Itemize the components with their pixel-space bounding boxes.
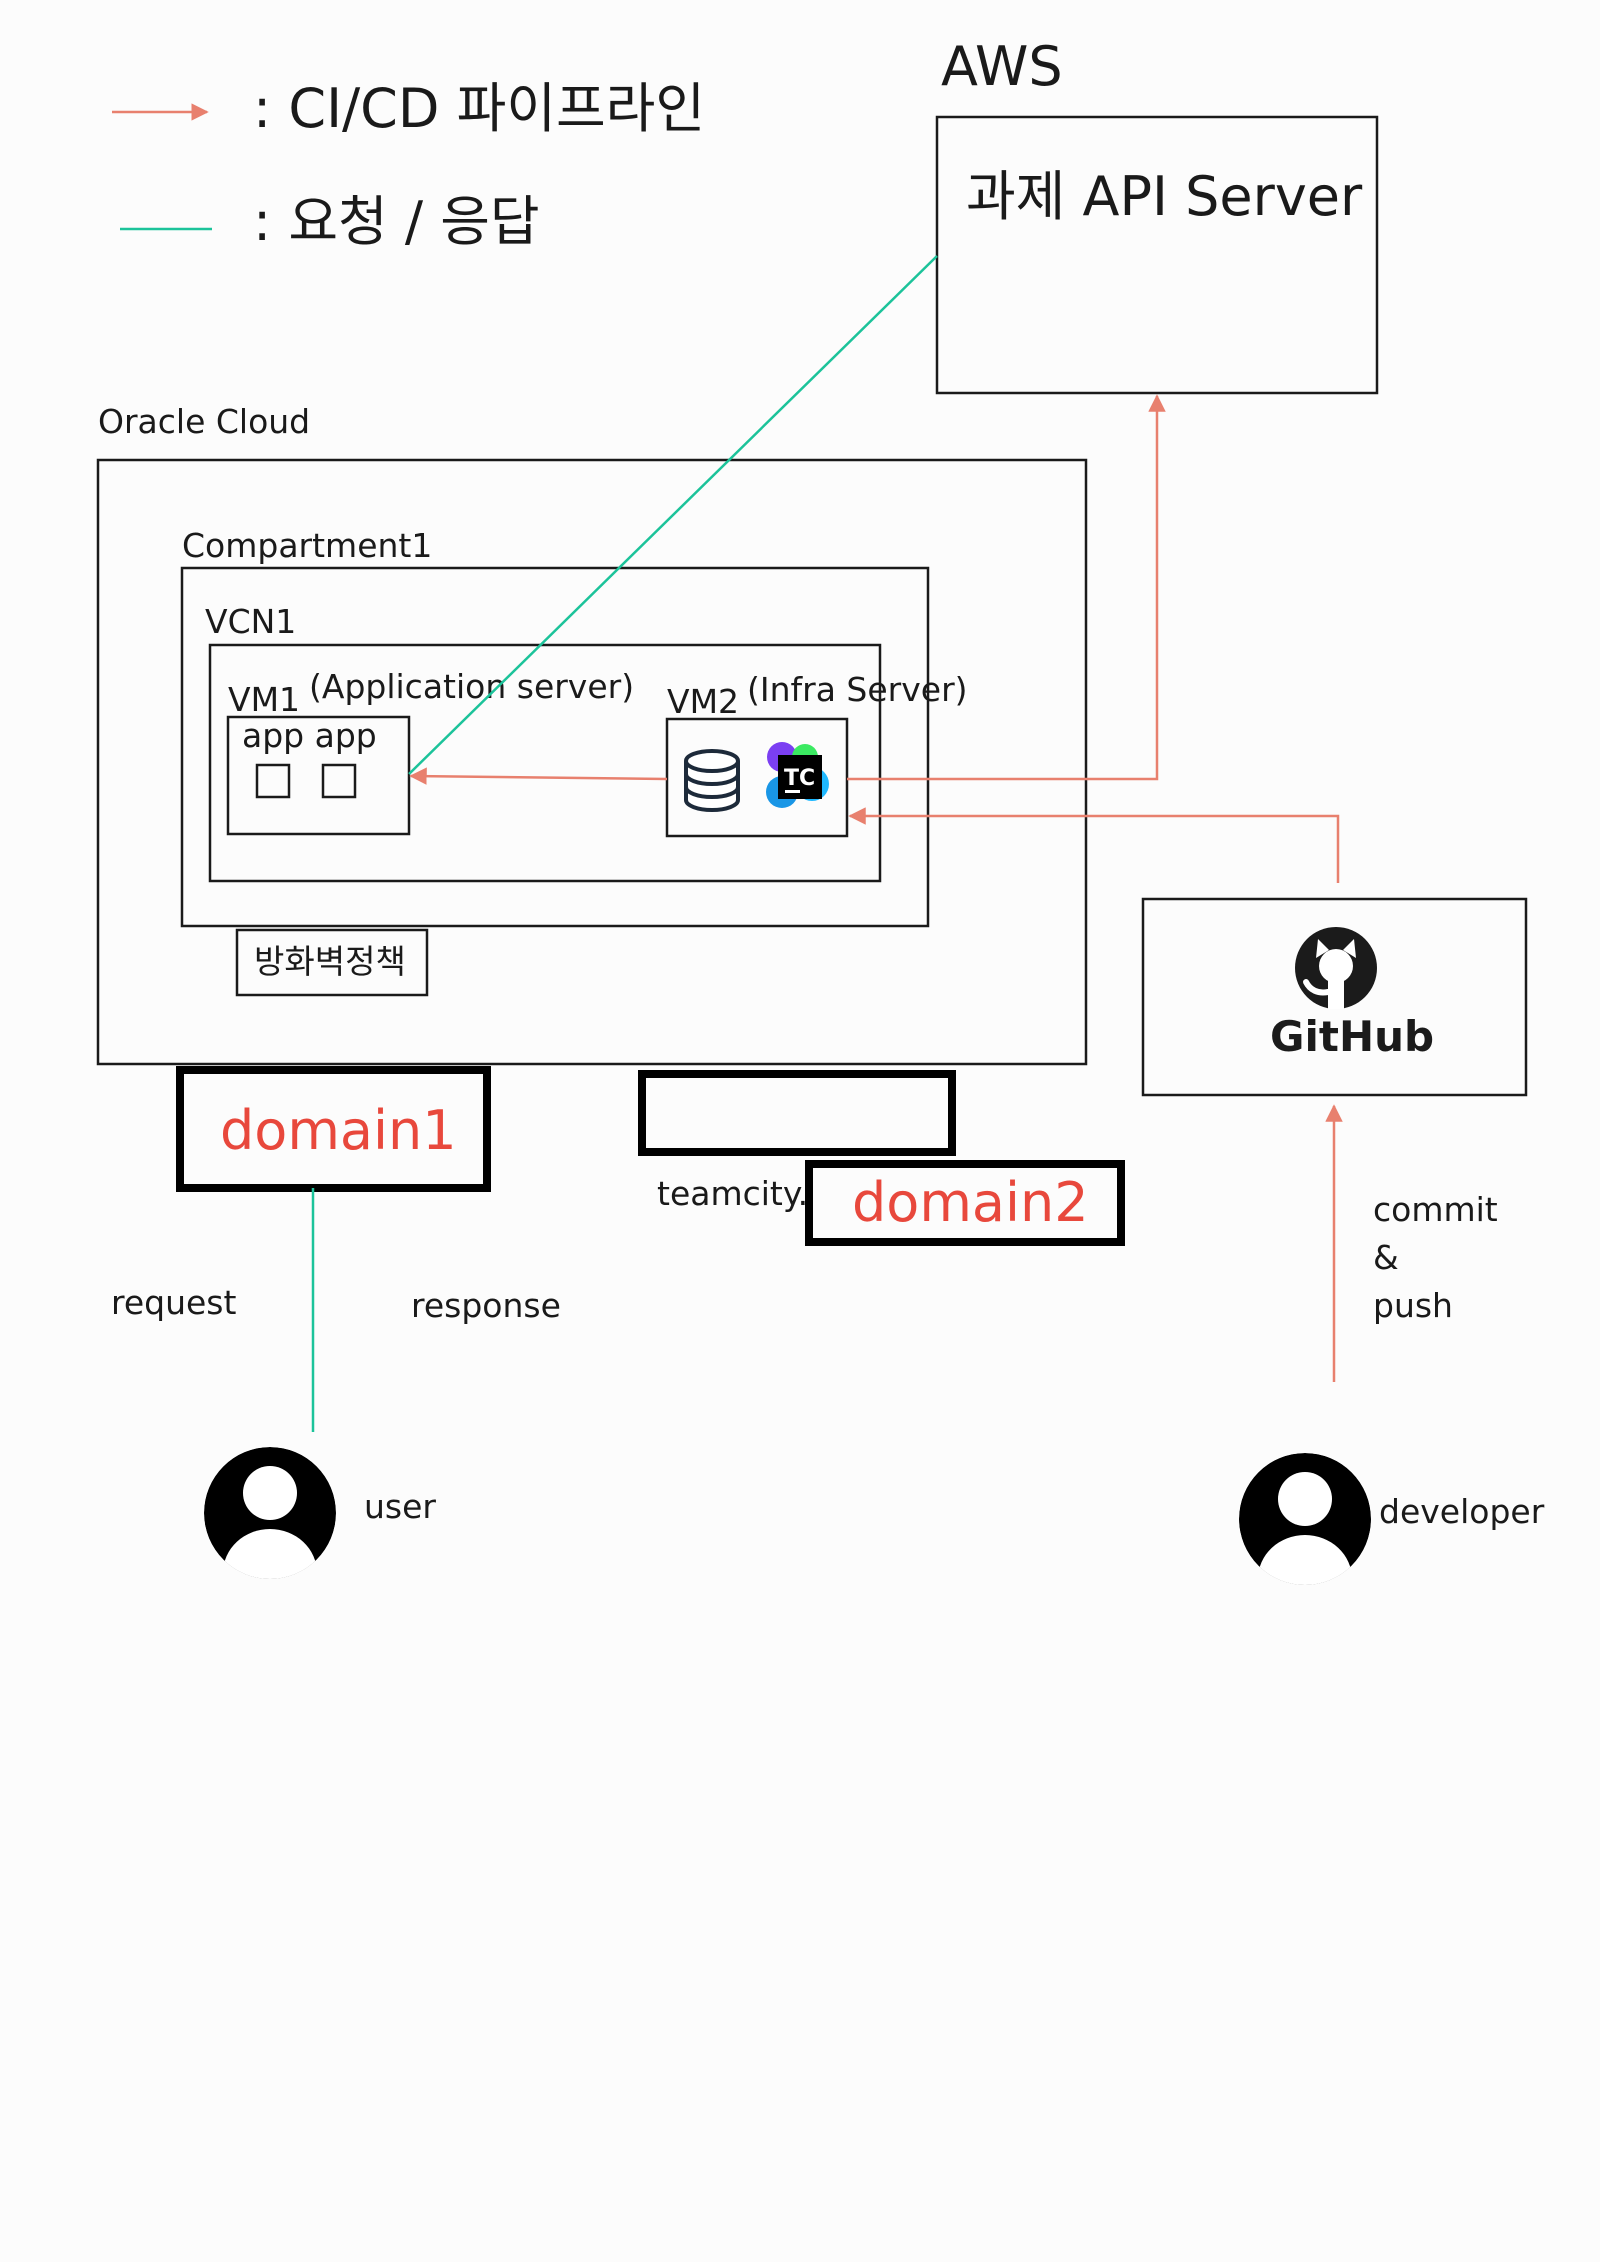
github-logo-text: GitHub: [1270, 1012, 1434, 1061]
oracle-cloud-title: Oracle Cloud: [98, 402, 310, 441]
vcn-box: [208, 643, 882, 883]
app-container-2: [321, 763, 357, 799]
vm2-box: [665, 717, 849, 838]
developer-label: developer: [1379, 1492, 1545, 1531]
oracle-cloud-box: [96, 458, 1088, 1066]
developer-avatar-icon: [1239, 1453, 1371, 1585]
user-label: user: [364, 1487, 436, 1526]
vm2-to-aws-arrow: [847, 394, 1166, 781]
domain2-label: domain2: [852, 1171, 1089, 1234]
firewall-box: [235, 928, 429, 997]
request-label: request: [111, 1283, 237, 1322]
vm1-box: [226, 715, 411, 836]
aws-region: AWS 과제 API Server: [935, 35, 1379, 395]
actors: request response user commit & push deve…: [111, 1190, 1545, 1585]
github-box: [1141, 897, 1528, 1097]
amp-label: &: [1373, 1238, 1399, 1277]
teamcity-logo-text: TC: [784, 766, 815, 791]
legend: : CI/CD 파이프라인 : 요청 / 응답: [112, 77, 705, 253]
domains: domain1 teamcity. domain2: [176, 1066, 1125, 1246]
domain-blank-box: [638, 1070, 956, 1156]
domain1-label: domain1: [220, 1099, 457, 1162]
firewall-label: 방화벽정책: [254, 942, 406, 981]
app-container-1: [255, 763, 291, 799]
database-icon: [684, 749, 740, 812]
teamcity-domain-prefix: teamcity.: [657, 1174, 808, 1213]
vm2-role: (Infra Server): [747, 670, 968, 709]
vm1-name: VM1: [228, 680, 300, 719]
commit-label: commit: [1373, 1190, 1498, 1229]
vm1-role: (Application server): [309, 667, 634, 706]
api-request-line: [408, 255, 938, 775]
aws-title: AWS: [941, 35, 1063, 98]
legend-pipeline-label: : CI/CD 파이프라인: [253, 77, 705, 140]
response-label: response: [411, 1286, 561, 1325]
compartment-box: [180, 566, 930, 928]
deploy-arrow: [409, 767, 668, 785]
github-to-vm2-arrow: [848, 807, 1340, 883]
vm2-name: VM2: [667, 682, 739, 721]
legend-request-label: : 요청 / 응답: [253, 190, 540, 253]
vm1-apps-label: app app: [242, 716, 377, 755]
github-octocat-icon: [1295, 927, 1377, 1009]
vcn-label: VCN1: [205, 602, 296, 641]
domain2-box: [805, 1160, 1125, 1246]
aws-api-server-box: [935, 115, 1379, 395]
teamcity-icon: TC: [766, 742, 829, 808]
domain1-box: [176, 1066, 491, 1192]
compartment-label: Compartment1: [182, 526, 432, 565]
github-block: GitHub: [1141, 897, 1528, 1097]
connectors: [311, 255, 1343, 1432]
user-avatar-icon: [204, 1447, 336, 1579]
aws-api-server-label: 과제 API Server: [966, 165, 1363, 228]
oracle-cloud: Oracle Cloud Compartment1 VCN1 VM1 (Appl…: [96, 402, 1088, 1066]
push-label: push: [1373, 1286, 1453, 1325]
